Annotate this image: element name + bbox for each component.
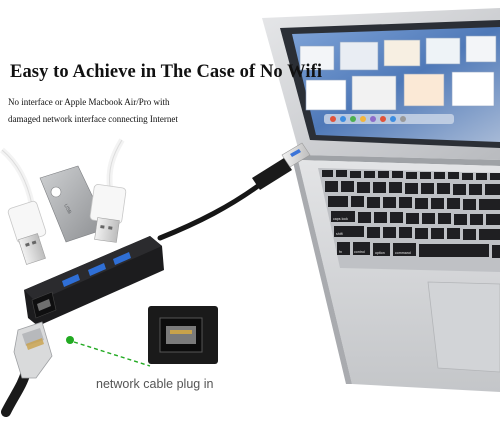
usb-cable — [157, 142, 311, 241]
fn-key-label: fn — [339, 250, 342, 254]
ethernet-port-callout — [66, 306, 218, 367]
keyboard-labels: caps lock shift fn control option comman… — [333, 217, 411, 255]
usb-ethernet-hub — [24, 236, 164, 326]
command-key-label: command — [395, 251, 411, 255]
callout-caption: network cable plug in — [96, 377, 214, 391]
option-key-label: option — [375, 251, 385, 255]
caps-lock-key-label: caps lock — [333, 217, 348, 221]
shift-key-label: shift — [336, 232, 343, 236]
usb-drive-label: USB — [62, 203, 72, 215]
white-usb-cable-right — [89, 138, 127, 243]
laptop-side-edge — [293, 160, 352, 384]
ethernet-cable — [1, 321, 53, 417]
laptop: caps lock shift fn control option comman… — [262, 8, 500, 392]
subtext-line-2: damaged network interface connecting Int… — [8, 114, 178, 124]
laptop-trackpad — [427, 281, 500, 373]
usb-flash-drive: USB — [39, 165, 101, 243]
hub-usb-ports — [62, 252, 131, 287]
laptop-hinge — [298, 155, 500, 166]
white-usb-cable-left — [0, 147, 47, 265]
control-key-label: control — [354, 250, 365, 254]
screen-windows — [299, 35, 497, 124]
usb-plug-metal — [281, 142, 311, 168]
usb-plug-icon — [252, 158, 292, 190]
subtext-line-1: No interface or Apple Macbook Air/Pro wi… — [8, 97, 170, 107]
headline: Easy to Achieve in The Case of No Wifi — [10, 62, 323, 82]
keyboard-keys — [322, 170, 500, 258]
